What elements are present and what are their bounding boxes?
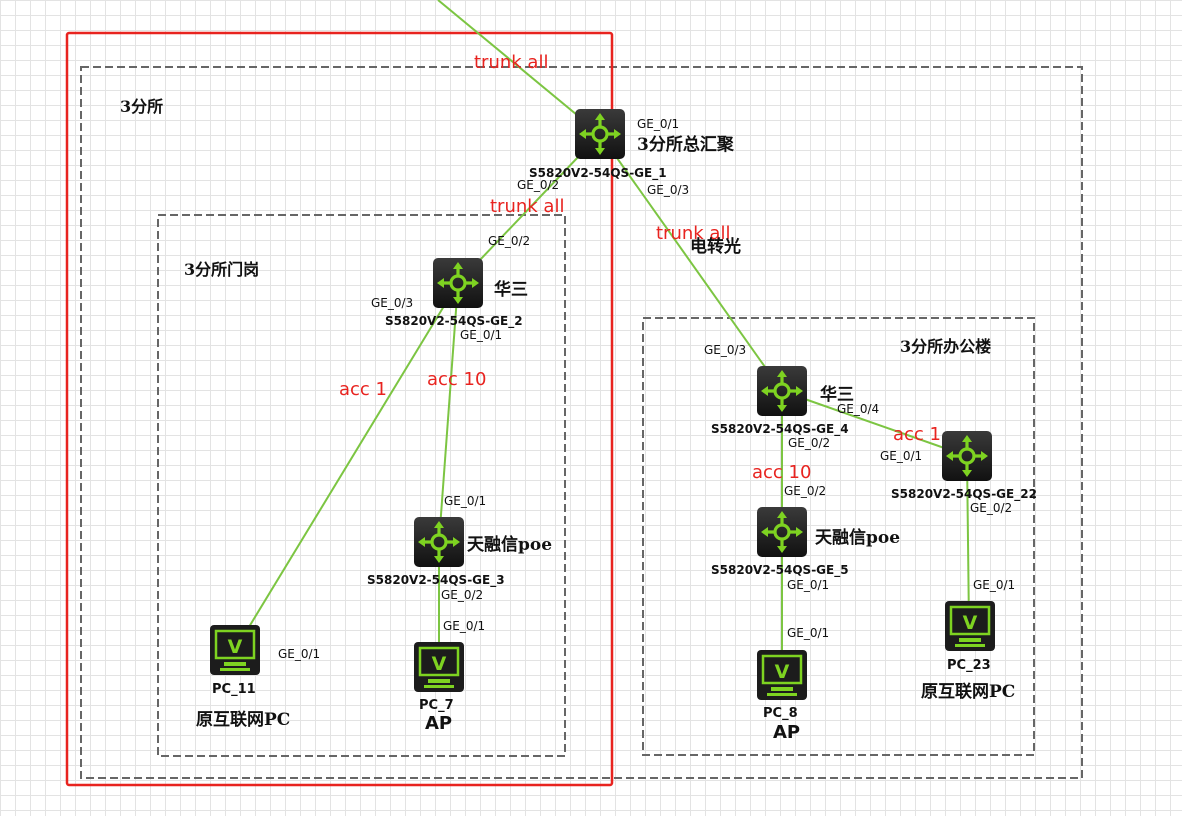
model-label-ge2: S5820V2-54QS-GE_2 [385,314,523,329]
selection-rectangle[interactable] [65,31,614,787]
annotation-trunk-top: trunk all [474,52,548,73]
link-ge22-pc23[interactable] [966,455,970,627]
annotation-acc10-office: acc 10 [752,462,811,483]
port-label: GE_0/2 [488,234,530,248]
pc-23[interactable] [943,599,997,653]
annotation-acc10-gate: acc 10 [427,369,486,390]
model-label-ge22: S5820V2-54QS-GE_22 [891,487,1037,502]
port-label: GE_0/1 [880,449,922,463]
model-label-ge1: S5820V2-54QS-GE_1 [529,166,667,181]
port-label: GE_0/2 [441,588,483,602]
port-label: GE_0/4 [837,402,879,416]
port-label: GE_0/1 [444,494,486,508]
device-name-ge3: 天融信poe [467,534,552,555]
port-label: GE_0/2 [784,484,826,498]
model-label-ge5: S5820V2-54QS-GE_5 [711,563,849,578]
device-name-pc11: 原互联网PC [196,710,290,730]
switch-ge3[interactable] [412,515,466,569]
port-label: GE_0/1 [787,578,829,592]
annotation-trunk-office: trunk all [656,223,730,244]
device-name-pc23: 原互联网PC [921,682,1015,702]
link-ge1-ge4[interactable] [599,133,783,392]
link-ge4-ge22[interactable] [781,390,968,457]
port-label: GE_0/3 [647,183,689,197]
model-label-ge4: S5820V2-54QS-GE_4 [711,422,849,437]
port-label: GE_0/3 [704,343,746,357]
link-ge2-ge3[interactable] [438,282,459,543]
switch-ge4[interactable] [755,364,809,418]
area-title-office: 3分所办公楼 [900,337,991,356]
annotation-acc1-office: acc 1 [893,424,941,445]
device-name-ge4: 华三 [820,384,854,405]
link-ge2-pc11[interactable] [234,282,459,651]
switch-ge5[interactable] [755,505,809,559]
model-label-ge3: S5820V2-54QS-GE_3 [367,573,505,588]
model-label-pc8: PC_8 [763,706,798,721]
port-label: GE_0/1 [973,578,1015,592]
link-ge1-ge2[interactable] [457,133,601,284]
area-title-gate: 3分所门岗 [184,260,259,279]
area-box-office [642,317,1035,756]
port-label: GE_0/1 [637,117,679,131]
device-name-pc8: AP [773,722,800,743]
model-label-pc7: PC_7 [419,698,454,713]
switch-ge1[interactable] [573,107,627,161]
pc-11[interactable] [208,623,262,677]
pc-8[interactable] [755,648,809,702]
annotation-e2o: 电转光 [690,236,741,257]
port-label: GE_0/1 [460,328,502,342]
device-name-ge2: 华三 [494,279,528,300]
area-box-gate [157,214,566,757]
device-name-ge1: 3分所总汇聚 [637,134,735,155]
area-box-branch [80,66,1083,779]
port-label: GE_0/2 [788,436,830,450]
annotation-acc1-gate: acc 1 [339,379,387,400]
area-title-branch: 3分所 [120,97,163,116]
pc-7[interactable] [412,640,466,694]
annotation-trunk-gate: trunk all [490,196,564,217]
port-label: GE_0/1 [443,619,485,633]
port-label: GE_0/1 [787,626,829,640]
model-label-pc23: PC_23 [947,658,991,673]
switch-ge2[interactable] [431,256,485,310]
port-label: GE_0/2 [517,178,559,192]
link-uplink[interactable] [437,0,601,135]
port-label: GE_0/2 [970,501,1012,515]
model-label-pc11: PC_11 [212,682,256,697]
device-name-ge5: 天融信poe [815,527,900,548]
device-name-pc7: AP [425,713,452,734]
port-label: GE_0/1 [278,647,320,661]
switch-ge22[interactable] [940,429,994,483]
port-label: GE_0/3 [371,296,413,310]
